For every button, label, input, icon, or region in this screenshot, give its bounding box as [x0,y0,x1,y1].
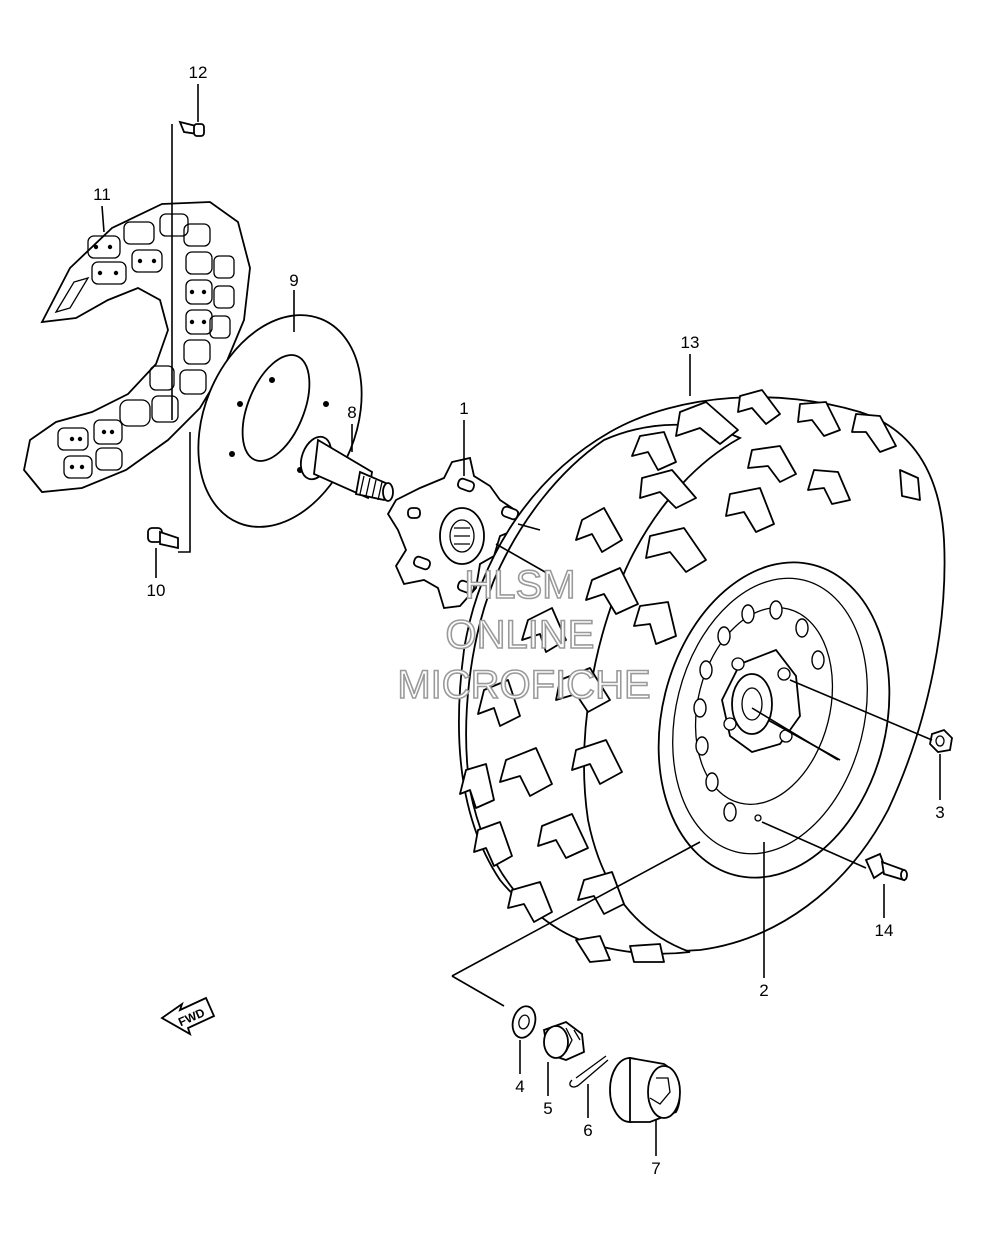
bolt-10-part [147,527,179,550]
callout-7: 7 [651,1159,660,1178]
callout-13: 13 [681,333,700,352]
tire-part [458,389,946,963]
leader-lines [101,84,941,1156]
callout-8: 8 [347,403,356,422]
callout-14: 14 [875,921,894,940]
callout-2: 2 [759,981,768,1000]
watermark-line-3: MICROFICHE [397,663,650,707]
callout-4: 4 [515,1077,524,1096]
spindle-part [299,435,394,502]
callout-5: 5 [543,1099,552,1118]
wheel-hub-part [386,456,521,609]
callout-9: 9 [289,271,298,290]
callout-10: 10 [147,581,166,600]
watermark-line-1: HLSM [464,563,575,607]
watermark: HLSM ONLINE MICROFICHE [397,562,652,708]
fwd-arrow: FWD [160,996,216,1036]
callout-labels: 1 2 3 4 5 6 7 8 9 10 11 12 13 14 [93,63,945,1178]
callout-3: 3 [935,803,944,822]
washer-part [511,1005,537,1039]
callout-6: 6 [583,1121,592,1140]
callout-11: 11 [93,185,111,204]
callout-1: 1 [459,399,468,418]
nut-3-part [929,728,953,753]
stud-14-part [864,852,908,882]
cotter-pin-part [569,1055,609,1088]
castle-nut-part [542,1020,585,1061]
hub-cap-part [609,1056,681,1123]
disc-guard-part [23,201,251,493]
bolt-12-part [178,120,205,137]
callout-12: 12 [189,63,208,82]
watermark-line-2: ONLINE [446,613,595,657]
